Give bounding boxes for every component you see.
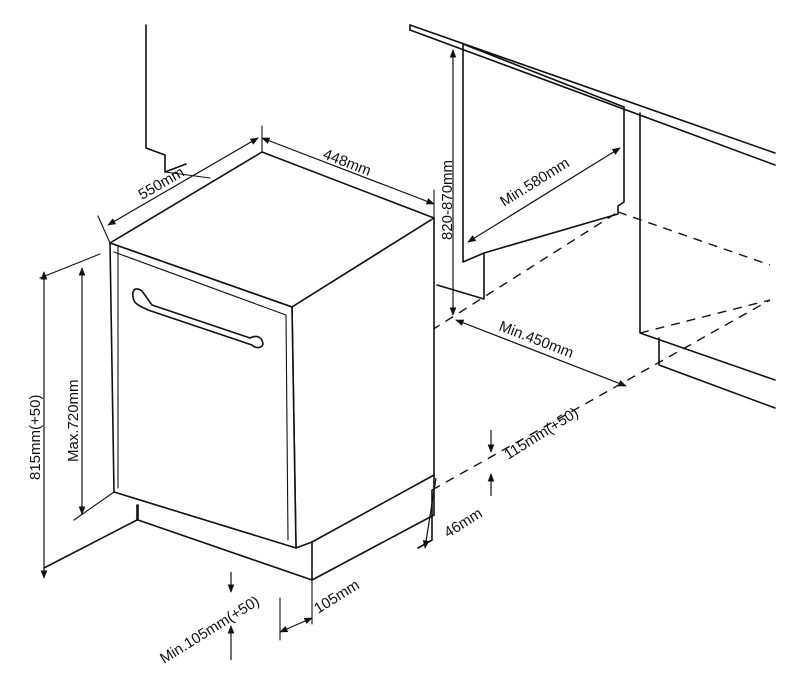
label-min-depth: Min.580mm — [497, 154, 572, 210]
dishwasher-door — [109, 242, 297, 549]
dishwasher — [109, 151, 435, 581]
dim-depth — [97, 137, 259, 244]
dim-max-door — [73, 267, 115, 521]
label-min-toe-kick: Min.105mm(+50) — [157, 593, 263, 668]
floor-outline — [43, 211, 771, 569]
label-total-height: 815mm(+50) — [27, 395, 44, 480]
label-plinth-height: 115mm(+50) — [501, 404, 582, 463]
label-toe-kick: 105mm — [311, 576, 362, 617]
dim-plinth-offset — [422, 477, 437, 549]
right-niche-wall — [436, 43, 625, 300]
dim-total-height — [39, 253, 101, 579]
dim-min-depth — [467, 147, 621, 243]
dim-width — [261, 125, 435, 219]
label-plinth-offset: 46mm — [441, 505, 485, 542]
dim-min-width — [455, 319, 627, 387]
label-width: 448mm — [321, 146, 374, 180]
label-max-door: Max.720mm — [65, 379, 82, 462]
left-cabinet — [145, 24, 211, 179]
door-handle — [132, 288, 264, 349]
dim-toe-kick — [279, 579, 313, 641]
label-niche-height: 820-870mm — [439, 160, 456, 240]
